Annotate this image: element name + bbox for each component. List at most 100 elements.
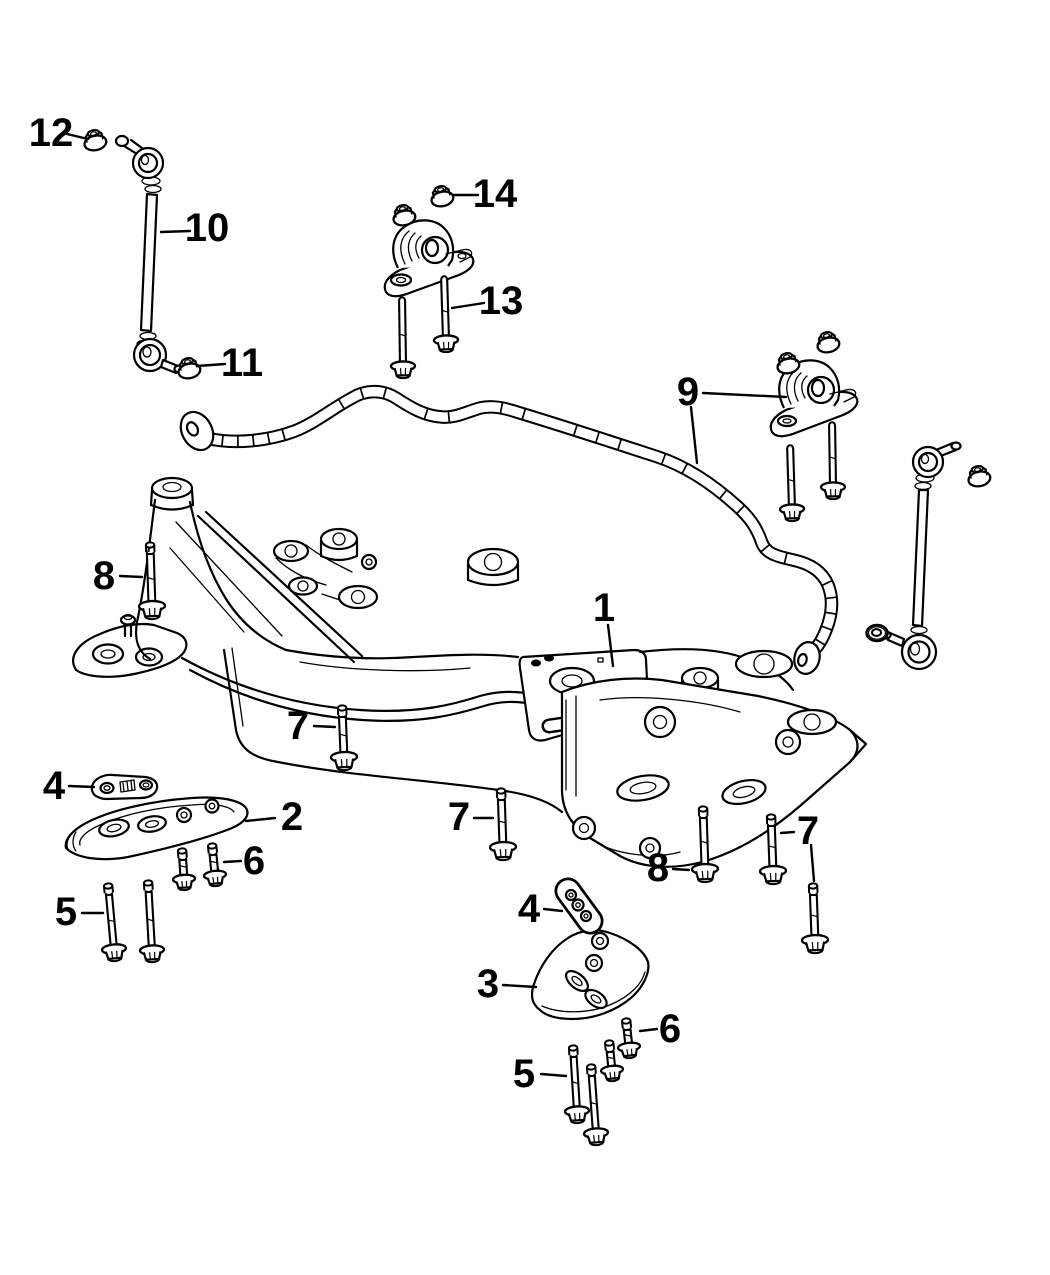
callout-number-7: 7 <box>448 795 470 839</box>
screw-5-center-a <box>563 1044 591 1125</box>
spacer-bracket-left <box>90 773 159 801</box>
callout-2-skid-plate-left: 2 <box>244 795 303 839</box>
leader-line <box>450 301 486 310</box>
callout-number-5: 5 <box>513 1052 535 1096</box>
nut-9-b <box>816 331 841 354</box>
callout-number-14: 14 <box>473 172 518 216</box>
leader-line <box>195 362 227 368</box>
callout-1-crossmember: 1 <box>593 586 615 668</box>
callout-number-8: 8 <box>93 554 115 598</box>
bar-tick <box>719 489 728 499</box>
leader-line <box>67 784 96 789</box>
bar-tick <box>447 411 451 423</box>
bar-tick <box>825 611 837 615</box>
nut-14 <box>430 185 455 208</box>
leader-line <box>701 391 788 399</box>
bar-tick <box>826 596 837 600</box>
callout-7-bolt: 7 <box>287 704 337 748</box>
screw-6-left-a <box>171 847 197 892</box>
fasteners-layer <box>83 129 992 1147</box>
callout-5-long-bolts-center: 5 <box>513 1052 568 1096</box>
screw-8-left <box>137 541 167 621</box>
skid-plate-center <box>530 929 650 1021</box>
callout-11-link-nut: 11 <box>195 341 263 385</box>
nut-11 <box>177 357 202 380</box>
bar-tick <box>736 505 745 514</box>
leader-line <box>312 724 337 729</box>
callout-5-long-bolts-left: 5 <box>55 890 105 934</box>
leader-line <box>671 867 691 872</box>
callout-number-13: 13 <box>479 279 524 323</box>
skid-plate-left <box>64 796 249 861</box>
leader-line <box>222 859 243 864</box>
callout-8-bolt: 8 <box>647 846 691 890</box>
screw-13-a <box>389 296 417 380</box>
callout-number-9: 9 <box>677 370 699 414</box>
screw-5-left-a <box>100 882 128 963</box>
callout-number-12: 12 <box>29 111 74 155</box>
leader-line <box>809 843 816 883</box>
stabilizer-bar-drawing <box>179 384 839 675</box>
bar-tick <box>822 579 833 587</box>
leader-line <box>542 907 564 913</box>
leader-line <box>501 983 538 989</box>
stabilizer-bar-left-eye <box>179 410 215 452</box>
stabilizer-bushing-bracket-left <box>383 219 475 298</box>
callout-number-7: 7 <box>287 704 309 748</box>
callout-8-bolt: 8 <box>93 554 144 598</box>
bar-tick <box>521 408 527 420</box>
callout-7-bolts: 7 <box>779 809 819 883</box>
callout-4-spacer-bracket-center: 4 <box>518 887 564 931</box>
screw-7-right-a <box>758 813 788 886</box>
stabilizer-bar-right-eye <box>793 641 821 675</box>
bar-tick <box>499 402 504 414</box>
callout-number-4: 4 <box>518 887 541 931</box>
screw-5-center-b <box>582 1063 610 1147</box>
bar-tick <box>660 453 667 465</box>
callout-7-bolt: 7 <box>448 795 495 839</box>
screw-13-b <box>432 275 460 354</box>
crossmember-drawing <box>72 476 868 868</box>
callout-number-1: 1 <box>593 586 615 630</box>
callout-13-bushing-bracket-screws: 13 <box>450 279 524 323</box>
leader-line <box>159 229 192 234</box>
leader-line <box>539 1072 568 1078</box>
screw-7-right-b <box>800 882 830 955</box>
bar-tick <box>783 553 788 564</box>
callout-number-4: 4 <box>43 764 66 808</box>
bar-tick <box>815 638 826 646</box>
bar-tick <box>337 399 345 410</box>
screw-5-left-b <box>138 879 166 964</box>
bar-tick <box>681 463 688 474</box>
nut-link-right <box>967 465 992 488</box>
stabilizer-link-left <box>114 134 185 375</box>
nut-13-bracket <box>392 204 417 227</box>
bar-tick <box>617 439 622 450</box>
screw-8-center <box>690 805 720 884</box>
callout-number-7: 7 <box>797 809 819 853</box>
bar-tick <box>281 429 286 440</box>
screw-9-a <box>778 444 806 523</box>
callout-6-short-bolts-left: 6 <box>222 839 265 883</box>
callout-number-3: 3 <box>477 962 499 1006</box>
leader-line <box>244 816 277 823</box>
washer-link-right <box>865 623 889 643</box>
stabilizer-bar-segment-ticks <box>221 387 837 646</box>
screw-7-left <box>329 704 359 772</box>
callout-6-short-bolts-center: 6 <box>638 1007 681 1051</box>
callout-number-10: 10 <box>185 206 230 250</box>
callout-number-11: 11 <box>221 341 263 385</box>
nut-9-a <box>776 352 801 375</box>
screw-6-center-a <box>616 1017 642 1060</box>
screw-9-b <box>819 421 847 501</box>
bar-tick <box>573 425 578 436</box>
callout-4-spacer-bracket-left: 4 <box>43 764 96 808</box>
bar-tick <box>821 625 832 631</box>
bar-tick <box>760 544 770 553</box>
bar-tick <box>423 408 429 420</box>
stabilizer-link-right <box>880 441 962 671</box>
leader-line <box>65 132 90 141</box>
